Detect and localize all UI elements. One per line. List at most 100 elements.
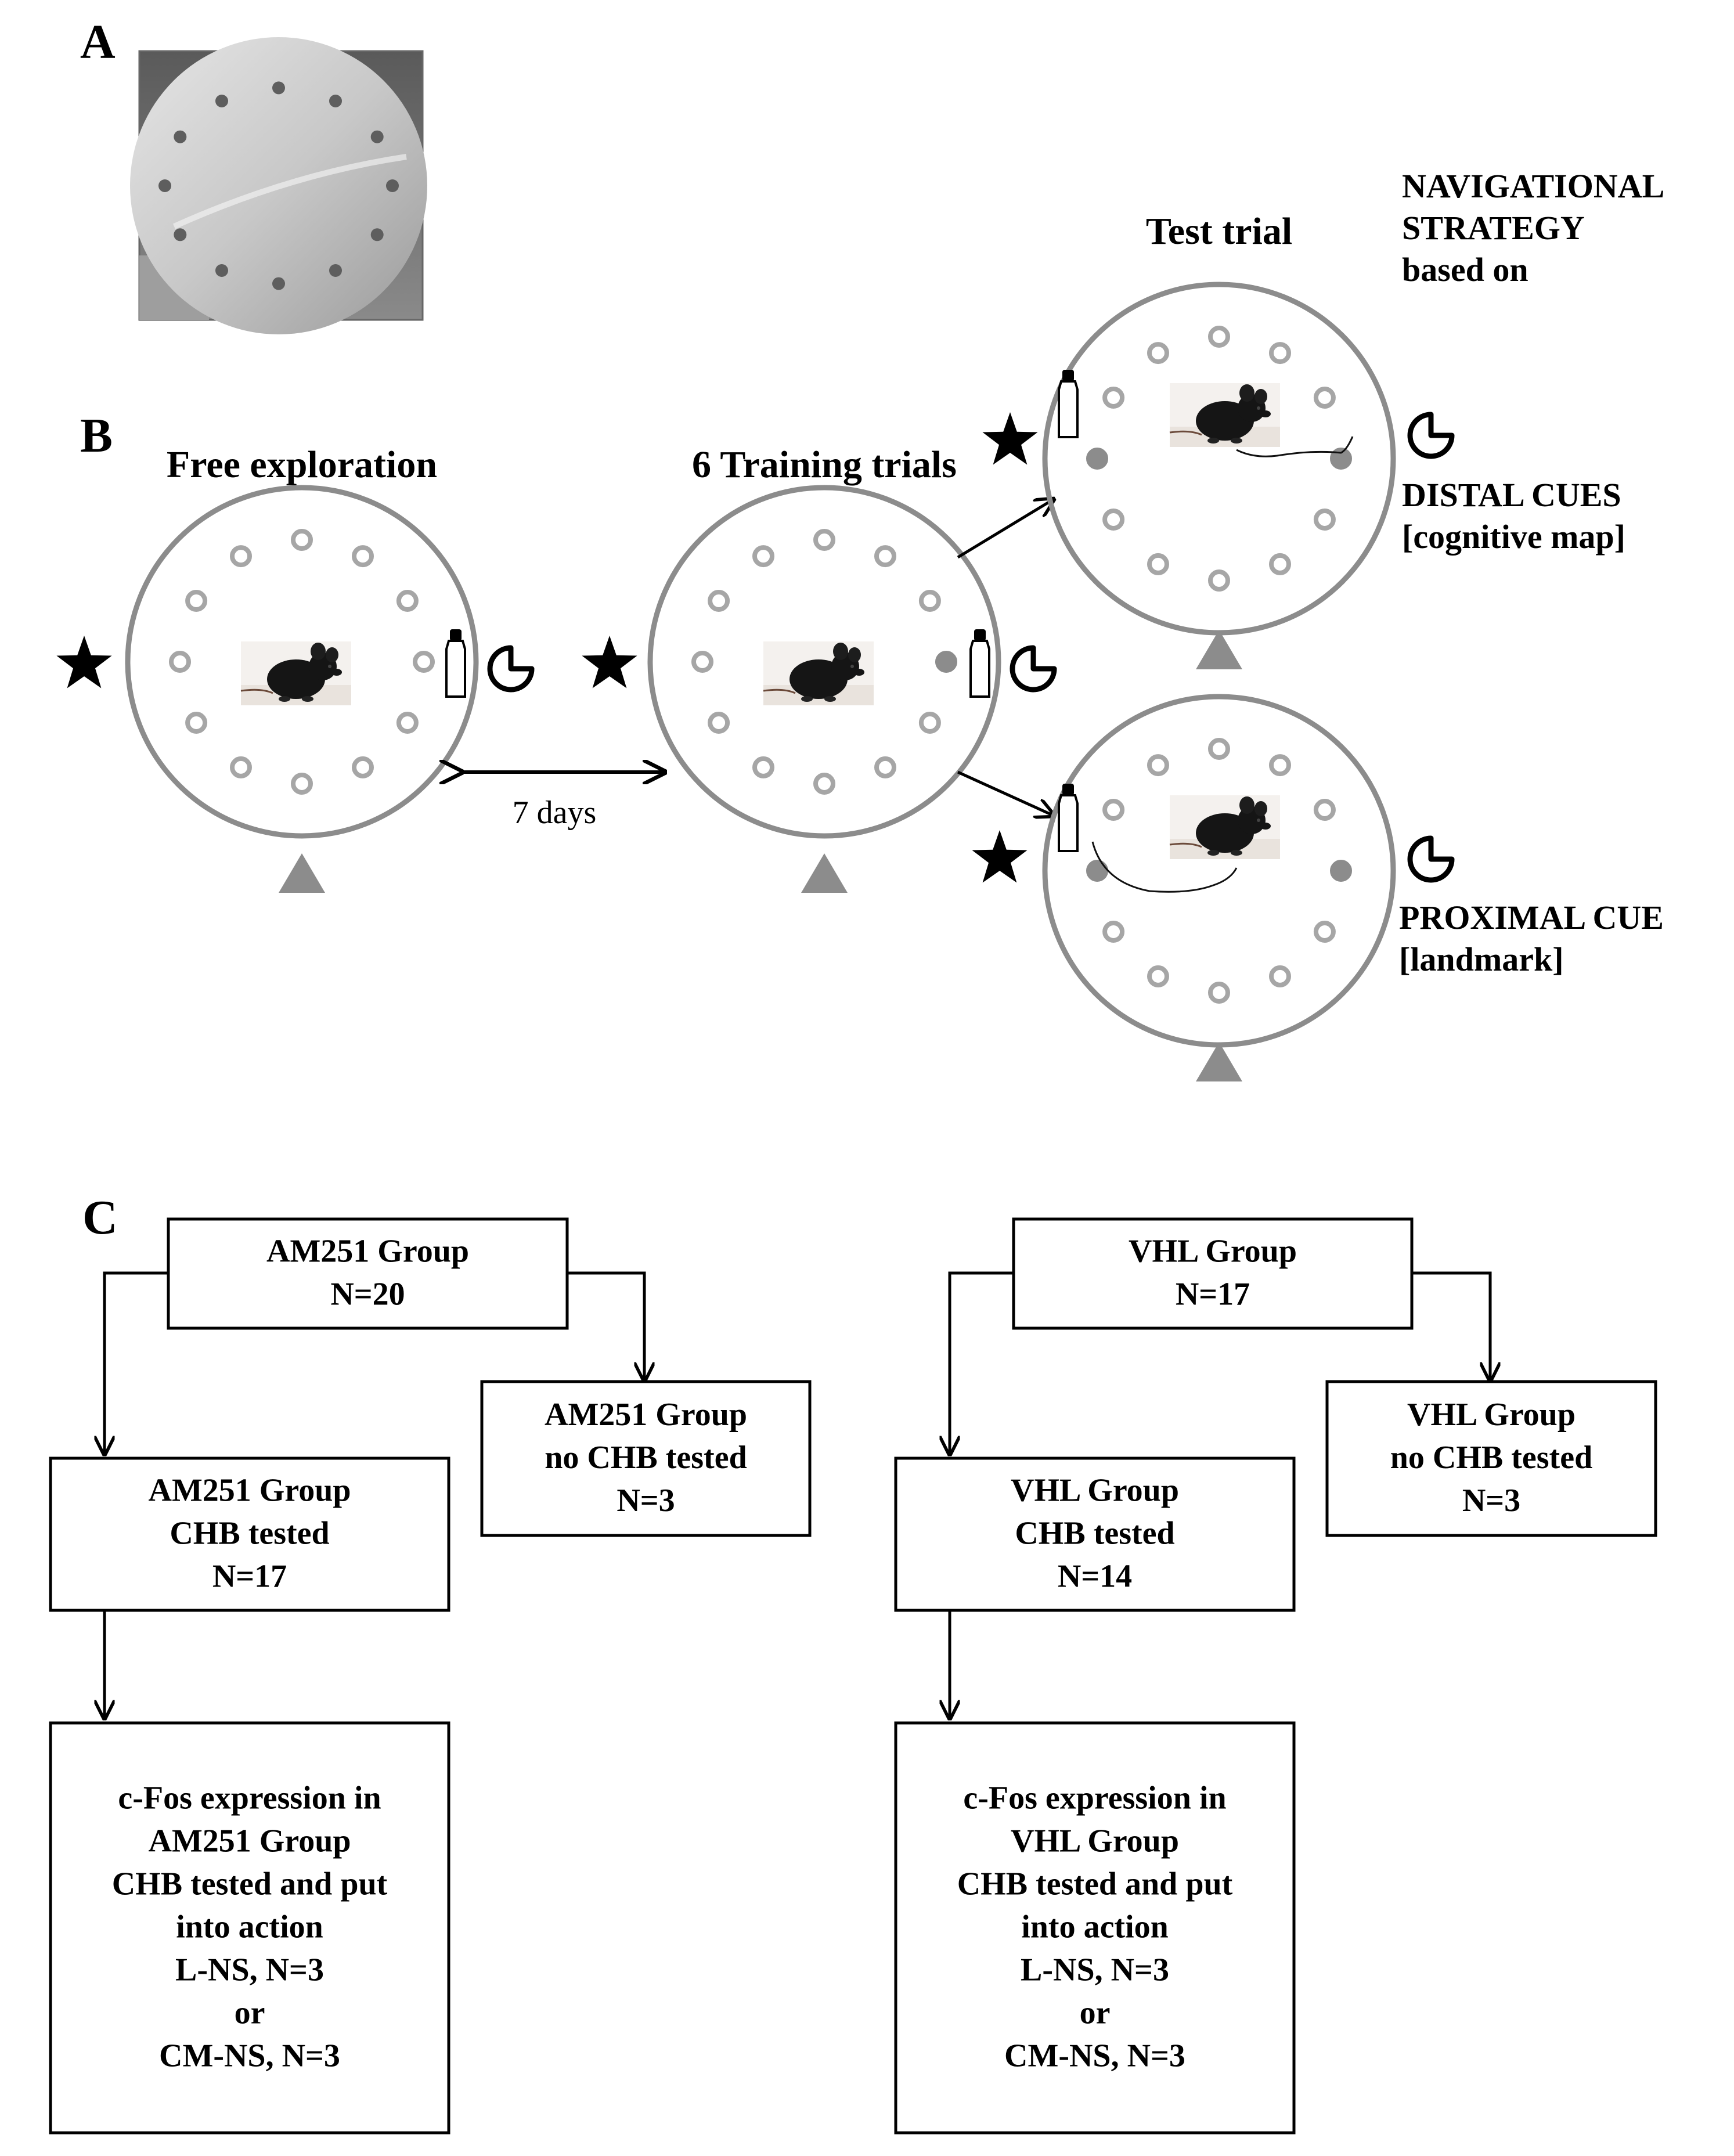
cognitive-map-label: [cognitive map]	[1402, 518, 1625, 556]
panel-b-label: B	[80, 409, 113, 463]
photo-hole	[174, 228, 187, 241]
vhl-root-box-line: N=17	[1176, 1276, 1250, 1312]
hole	[1147, 342, 1169, 365]
am251-cfos-box-line: CM-NS, N=3	[159, 2038, 340, 2074]
hole	[230, 756, 252, 778]
navigational-strategy-header: NAVIGATIONAL STRATEGY based on	[1402, 167, 1664, 289]
star-icon	[982, 412, 1038, 465]
start-triangle	[279, 853, 325, 893]
photo-hole	[272, 81, 285, 95]
star-icon	[56, 636, 112, 688]
pacman-icon	[1410, 414, 1452, 456]
am251-cfos-box-line: into action	[176, 1909, 323, 1945]
goal-hole	[935, 651, 957, 673]
photo-hole	[329, 264, 342, 277]
vhl-chb-box-line: CHB tested	[1015, 1515, 1174, 1551]
start-triangle	[801, 853, 848, 893]
start-triangle	[1196, 630, 1242, 669]
landmark-label: [landmark]	[1399, 940, 1564, 978]
vhl-cfos-box-line: c-Fos expression in	[963, 1780, 1226, 1816]
hole	[874, 756, 896, 778]
am251-cfos-box-line: CHB tested and put	[112, 1866, 388, 1902]
maze-photo	[130, 37, 427, 334]
hole	[396, 590, 419, 612]
maze-free-exploration	[56, 485, 532, 893]
vhl-cfos-box-line: into action	[1021, 1909, 1169, 1945]
vhl-connectors	[950, 1271, 1490, 1718]
photo-hole	[370, 130, 384, 143]
hole	[291, 773, 313, 795]
photo-hole	[158, 179, 171, 192]
vhl-cfos-box-line: or	[1080, 1995, 1111, 2031]
hole	[708, 712, 730, 734]
vhl-cfos-box-line: CM-NS, N=3	[1004, 2038, 1185, 2074]
hole	[1102, 799, 1125, 821]
mouse-path	[1236, 436, 1354, 457]
bottle-icon	[969, 628, 990, 698]
photo-hole	[386, 179, 399, 192]
star-icon	[972, 830, 1028, 883]
am251-cfos-box-line: c-Fos expression in	[118, 1780, 381, 1816]
am251-chb-box-line: N=17	[212, 1558, 287, 1594]
hole	[1313, 387, 1336, 409]
interval-label: 7 days	[513, 795, 597, 831]
am251-no-chb-box-line: no CHB tested	[545, 1440, 747, 1476]
vhl-cfos-box-line: CHB tested and put	[957, 1866, 1233, 1902]
hole	[752, 545, 774, 568]
pacman-icon	[490, 648, 532, 690]
hole	[1313, 921, 1336, 943]
photo-hole	[272, 277, 285, 290]
bottle-icon	[445, 628, 466, 698]
hole	[1269, 553, 1291, 575]
goal-hole	[1086, 860, 1108, 882]
proximal-cue-label: PROXIMAL CUE	[1399, 899, 1664, 936]
maze-training	[582, 485, 1054, 893]
am251-no-chb-box-line: AM251 Group	[545, 1397, 747, 1433]
start-triangle	[1196, 1042, 1242, 1081]
hole	[1208, 982, 1230, 1004]
am251-cfos-box-line: AM251 Group	[149, 1823, 351, 1859]
hole	[752, 756, 774, 778]
hole	[1208, 738, 1230, 760]
hole	[1147, 754, 1169, 777]
maze-test-proximal	[972, 694, 1452, 1081]
photo-hole	[329, 95, 342, 107]
am251-chb-box-line: AM251 Group	[149, 1472, 351, 1508]
hole	[230, 545, 252, 568]
hole	[1313, 799, 1336, 821]
hole	[169, 651, 191, 673]
hole	[185, 590, 208, 612]
hole	[185, 712, 208, 734]
vhl-root-box-line: VHL Group	[1129, 1233, 1297, 1269]
vhl-chb-box-line: N=14	[1058, 1558, 1132, 1594]
free-exploration-title: Free exploration	[167, 444, 437, 486]
photo-hole	[215, 95, 228, 107]
hole	[352, 545, 374, 568]
test-trial-title: Test trial	[1146, 210, 1292, 253]
hole	[813, 529, 835, 551]
goal-hole	[1086, 448, 1108, 470]
hole	[1147, 553, 1169, 575]
hole	[691, 651, 713, 673]
mouse-photo	[1169, 794, 1281, 860]
goal-hole	[1330, 860, 1352, 882]
arrow-to-distal-test	[957, 499, 1054, 559]
mouse-path	[1091, 841, 1238, 893]
hole	[291, 529, 313, 551]
hole	[708, 590, 730, 612]
mouse-photo	[1169, 382, 1281, 448]
training-trials-title: 6 Training trials	[692, 444, 957, 486]
strategy-line-1: NAVIGATIONAL	[1402, 167, 1664, 205]
photo-hole	[370, 228, 384, 241]
hole	[1313, 509, 1336, 531]
hole	[352, 756, 374, 778]
mouse-photo	[762, 640, 875, 706]
